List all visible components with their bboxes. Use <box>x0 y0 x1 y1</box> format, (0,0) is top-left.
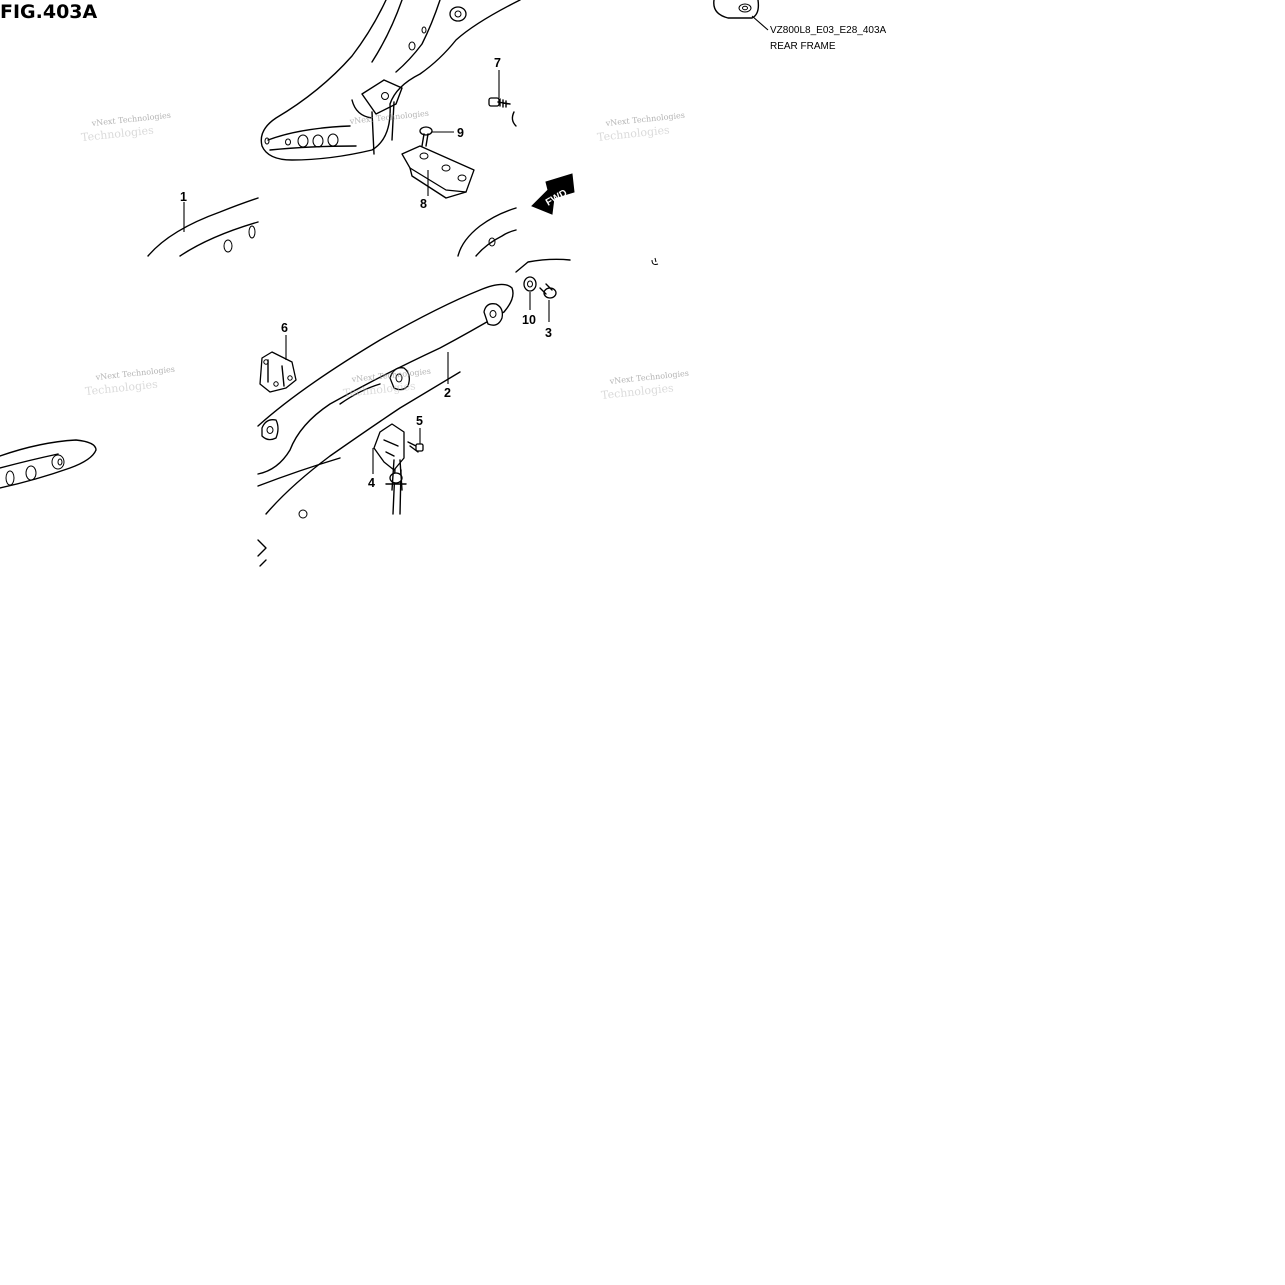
screw-9 <box>419 126 454 147</box>
callout-5: 5 <box>416 414 423 428</box>
plate-8 <box>401 145 475 199</box>
callout-7: 7 <box>494 56 501 70</box>
fwd-arrow-icon: FWD <box>531 173 575 215</box>
watermark-3: vNext Technologies Technologies <box>596 111 685 144</box>
frame-fragment-lower-left <box>0 439 97 489</box>
watermark-5: vNext Technologies Technologies <box>342 367 431 400</box>
bolt-3 <box>539 283 557 322</box>
callout-1: 1 <box>180 190 187 204</box>
watermark-4: vNext Technologies Technologies <box>84 365 175 398</box>
rear-frame-lower-view <box>257 283 514 519</box>
callout-10: 10 <box>522 313 536 327</box>
small-mark <box>651 257 659 265</box>
figure-name: REAR FRAME <box>770 41 836 52</box>
figure-code: VZ800L8_E03_E28_403A <box>770 25 887 36</box>
rear-frame-upper-view <box>260 0 521 161</box>
tube-fragment <box>457 207 517 257</box>
frame-tab <box>515 258 571 273</box>
watermark-1: vNext Technologies Technologies <box>80 111 171 144</box>
bolt-7 <box>488 70 511 108</box>
callout-8: 8 <box>420 197 427 211</box>
callout-2: 2 <box>444 386 451 400</box>
figure-title: FIG.403A <box>0 1 98 23</box>
callout-4: 4 <box>368 476 375 490</box>
callout-3: 3 <box>545 326 552 340</box>
washer-10 <box>523 276 537 310</box>
clamp-4 <box>372 423 407 491</box>
watermark-6: vNext Technologies Technologies <box>600 369 689 402</box>
callout-9: 9 <box>457 126 464 140</box>
frame-fragment-part-1 <box>147 197 259 257</box>
bolt-5 <box>407 428 424 453</box>
callout-6: 6 <box>281 321 288 335</box>
bracket-6 <box>259 335 297 393</box>
part-fragment-top-right <box>713 0 769 31</box>
frame-fragment-bottom <box>257 539 267 567</box>
